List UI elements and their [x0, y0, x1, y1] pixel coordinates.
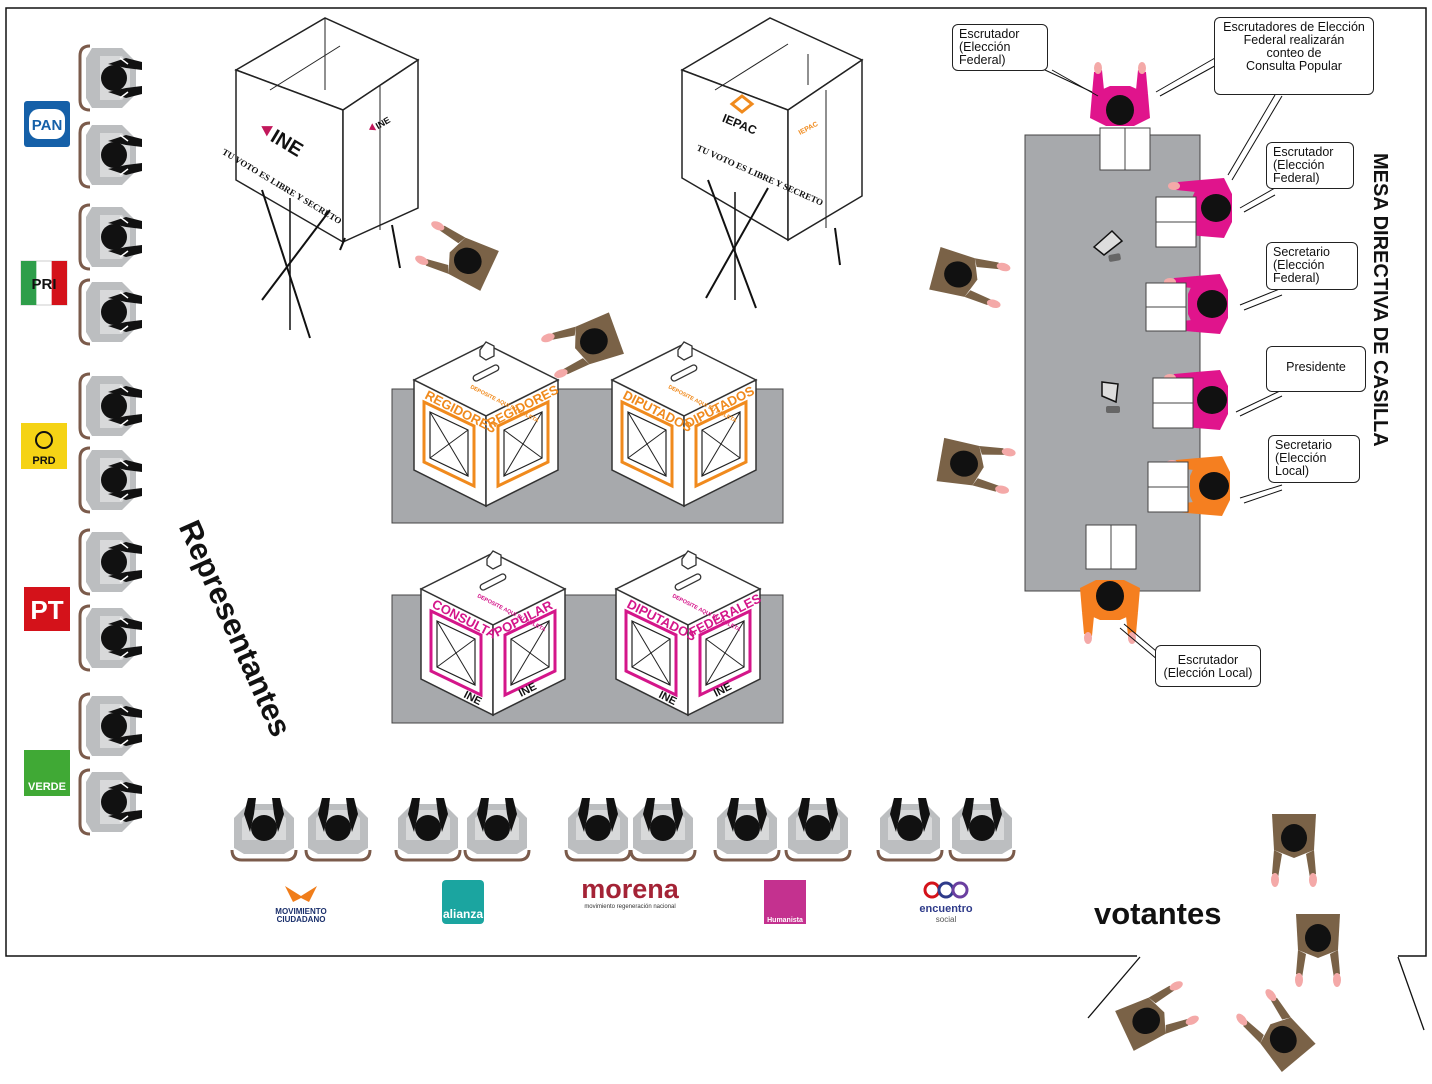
laptop-icon — [1092, 229, 1124, 262]
party-logo-text: PT — [30, 595, 63, 625]
representative-seat — [629, 796, 697, 862]
official-escrutador-federal — [1090, 62, 1150, 126]
party-logo-pt: PT — [24, 587, 70, 631]
door-right — [1397, 956, 1425, 1031]
representative-seat — [78, 44, 144, 112]
representative-seat — [78, 446, 144, 514]
voter-person — [1114, 979, 1201, 1052]
representative-seat — [784, 796, 852, 862]
callout-escrutador-local: Escrutador (Elección Local) — [1155, 645, 1261, 687]
representative-seat — [78, 528, 144, 596]
party-logo-text: Humanista — [767, 917, 803, 924]
staff-person — [413, 219, 500, 292]
room-wall — [5, 7, 1427, 957]
party-logo-text: CIUDADANO — [277, 915, 326, 924]
staff-person — [936, 436, 1017, 495]
representative-seat — [78, 121, 144, 189]
voter-person — [1234, 987, 1317, 1073]
party-logo-text: VERDE — [28, 781, 66, 793]
representative-seat — [564, 796, 632, 862]
representative-seat — [394, 796, 462, 862]
party-logo-text: PAN — [32, 117, 63, 134]
representative-seat — [78, 372, 144, 440]
voter-person — [1271, 814, 1317, 887]
party-logo-verde: VERDE — [24, 750, 70, 796]
party-logo-pan: PAN — [24, 101, 70, 147]
representative-seat — [713, 796, 781, 862]
staff-person — [539, 311, 625, 380]
representative-seat — [876, 796, 944, 862]
representative-seat — [78, 604, 144, 672]
representative-seat — [463, 796, 531, 862]
callout-escrutador-federal-top: Escrutador (Elección Federal) — [952, 24, 1048, 71]
callout-escrutador-federal-side: Escrutador (Elección Federal) — [1266, 142, 1354, 189]
booth-iepac: IEPAC TU VOTO ES LIBRE Y SECRETO IEPAC — [680, 17, 864, 309]
party-logo-text: morena — [581, 874, 680, 904]
callout-escrutadores-consulta: Escrutadores de Elección Federal realiza… — [1214, 17, 1374, 95]
callout-secretario-federal: Secretario (Elección Federal) — [1266, 242, 1358, 290]
laptop-icon — [1101, 381, 1120, 413]
party-logo-bottom: Humanista — [764, 880, 806, 924]
representative-seat — [948, 796, 1016, 862]
party-logo-text: alianza — [443, 907, 483, 921]
voter-person — [1295, 914, 1341, 987]
booth-ine: INE TU VOTO ES LIBRE Y SECRETO INE — [220, 17, 420, 339]
party-logo-text: encuentro — [919, 903, 972, 915]
party-logo-text: social — [936, 915, 957, 924]
representative-seat — [78, 203, 144, 271]
party-logo-pri: PRI — [20, 260, 68, 306]
staff-person — [928, 246, 1012, 310]
party-logo-text: movimiento regeneración nacional — [584, 904, 675, 910]
callout-secretario-local: Secretario (Elección Local) — [1268, 435, 1360, 483]
party-logo-text: PRI — [31, 276, 56, 293]
callout-lines — [1044, 57, 1283, 661]
representative-seat — [78, 692, 144, 760]
representative-seat — [78, 278, 144, 346]
representative-seat — [230, 796, 298, 862]
party-logo-prd: PRD — [21, 423, 67, 469]
label-mesa-directiva: MESA DIRECTIVA DE CASILLA — [1369, 153, 1391, 447]
label-votantes: votantes — [1094, 896, 1222, 931]
party-logo-bottom: alianza — [442, 880, 484, 924]
official-escrutador-local — [1080, 580, 1140, 644]
door-left — [1087, 956, 1141, 1019]
party-logo-text: PRD — [32, 455, 55, 467]
party-logo-text: MOVIMIENTO — [275, 907, 326, 916]
representative-seat — [78, 768, 144, 836]
mesa-papers — [1085, 127, 1197, 570]
representative-seat — [304, 796, 372, 862]
callout-presidente: Presidente — [1266, 346, 1366, 392]
